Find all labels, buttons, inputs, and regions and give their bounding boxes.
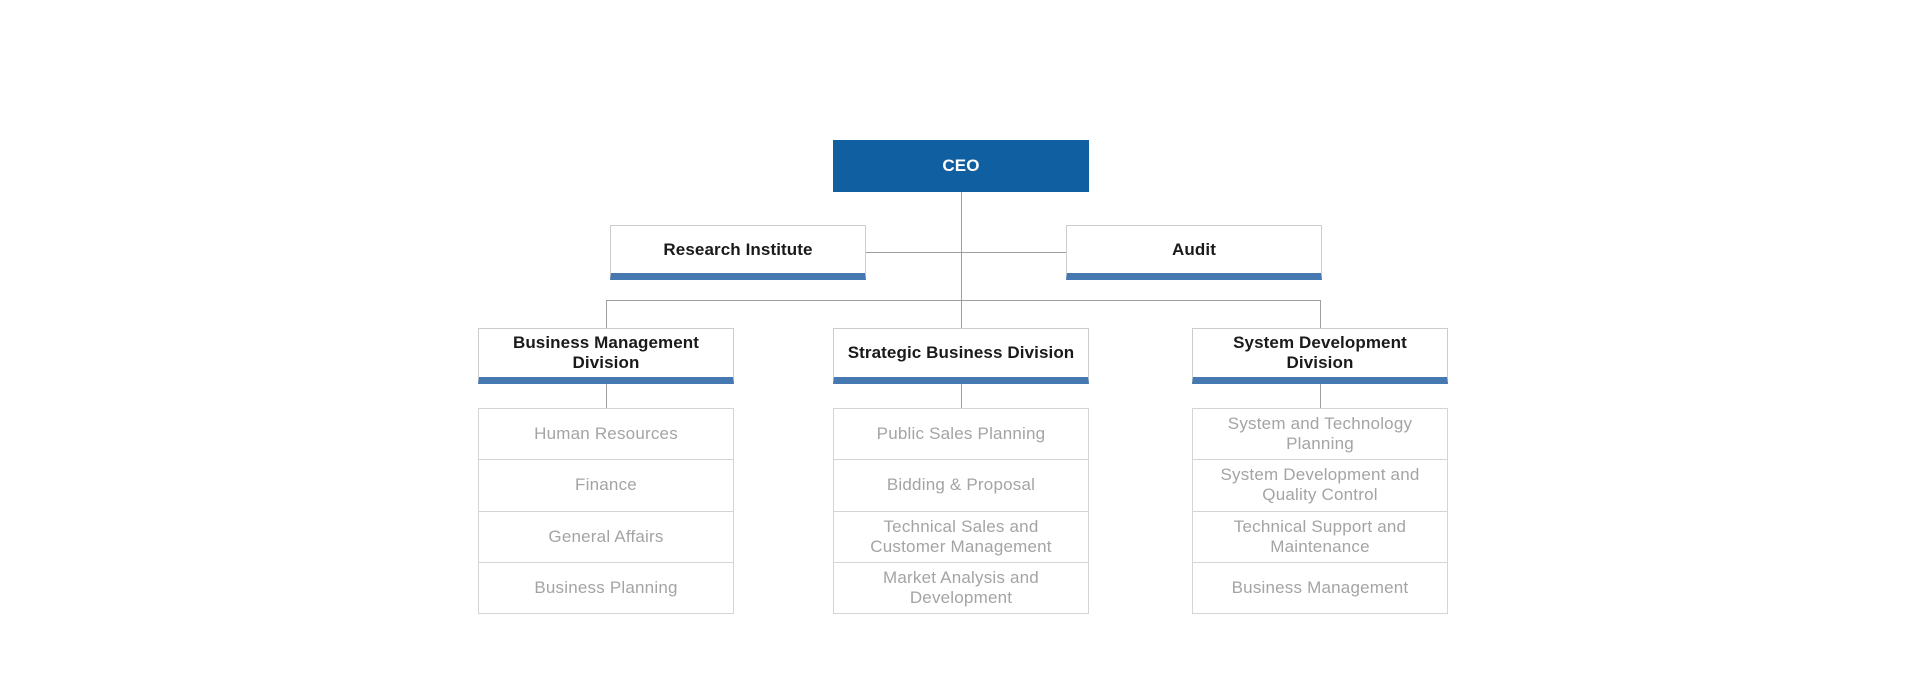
- department-label: System Development and Quality Control: [1220, 465, 1420, 505]
- department-label: Finance: [575, 475, 637, 495]
- department-label: Human Resources: [534, 424, 678, 444]
- research-institute-node: Research Institute: [610, 225, 866, 280]
- department-cell: Public Sales Planning: [833, 408, 1089, 461]
- department-cell: Finance: [478, 459, 734, 512]
- division-node-strategic-business: Strategic Business Division: [833, 328, 1089, 384]
- department-label: Market Analysis and Development: [883, 567, 1039, 607]
- department-label: System and Technology Planning: [1227, 414, 1413, 454]
- connector-division1-drop: [606, 300, 607, 328]
- department-list-system-development: System and Technology Planning System De…: [1192, 408, 1448, 614]
- department-label: Technical Support and Maintenance: [1233, 516, 1407, 556]
- connector-division3-list-stub: [1320, 384, 1321, 408]
- department-cell: Business Planning: [478, 561, 734, 614]
- department-label: Business Management: [1231, 577, 1409, 597]
- division-node-business-management: Business Management Division: [478, 328, 734, 384]
- ceo-label: CEO: [942, 156, 980, 175]
- ceo-node: CEO: [833, 140, 1089, 192]
- audit-node: Audit: [1066, 225, 1322, 280]
- connector-division1-list-stub: [606, 384, 607, 408]
- department-label: Bidding & Proposal: [886, 475, 1036, 495]
- department-cell: Technical Sales and Customer Management: [833, 510, 1089, 563]
- research-institute-label: Research Institute: [663, 239, 813, 259]
- connector-ceo-drop: [961, 192, 962, 328]
- connector-division3-drop: [1320, 300, 1321, 328]
- department-cell: General Affairs: [478, 510, 734, 563]
- department-cell: System and Technology Planning: [1192, 408, 1448, 461]
- division-label: Business Management Division: [512, 333, 700, 372]
- department-label: Technical Sales and Customer Management: [870, 516, 1052, 556]
- department-cell: System Development and Quality Control: [1192, 459, 1448, 512]
- department-label: Business Planning: [534, 577, 678, 597]
- audit-label: Audit: [1172, 239, 1216, 259]
- department-cell: Human Resources: [478, 408, 734, 461]
- department-cell: Technical Support and Maintenance: [1192, 510, 1448, 563]
- connector-division-rail: [606, 300, 1321, 301]
- department-cell: Market Analysis and Development: [833, 561, 1089, 614]
- connector-division2-list-stub: [961, 384, 962, 408]
- department-list-business-management: Human Resources Finance General Affairs …: [478, 408, 734, 614]
- department-cell: Bidding & Proposal: [833, 459, 1089, 512]
- department-label: Public Sales Planning: [876, 424, 1046, 444]
- connector-staff-horizontal: [866, 252, 1066, 253]
- division-node-system-development: System Development Division: [1192, 328, 1448, 384]
- department-list-strategic-business: Public Sales Planning Bidding & Proposal…: [833, 408, 1089, 614]
- division-label: System Development Division: [1233, 333, 1407, 372]
- department-cell: Business Management: [1192, 561, 1448, 614]
- department-label: General Affairs: [548, 526, 664, 546]
- division-label: Strategic Business Division: [847, 343, 1075, 362]
